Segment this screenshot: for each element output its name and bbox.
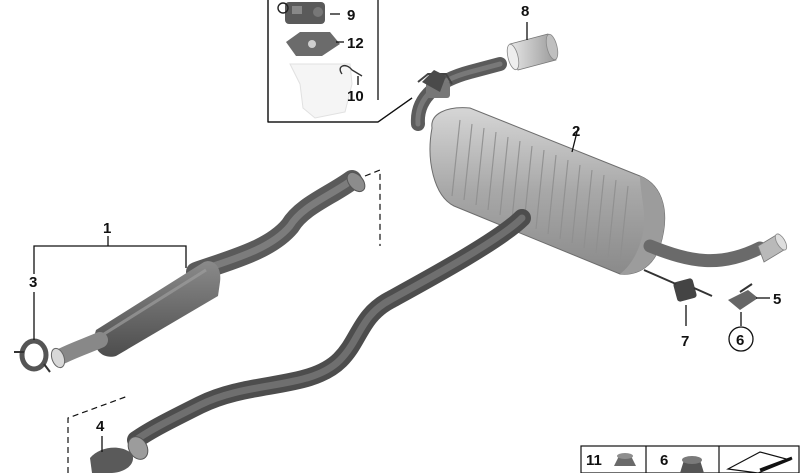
callout-1: 1 [103,220,111,237]
tool-icon [726,451,793,473]
callout-10: 10 [347,88,364,105]
callout-8: 8 [521,3,529,20]
front-silencer-pipe [50,170,366,369]
rubber-mount [643,269,713,302]
flange-nut-icon [680,456,704,473]
intermediate-pipe [90,209,531,473]
legend-item-6: 6 [660,452,668,469]
clamp-ring [14,338,51,373]
spring-clip [339,64,363,77]
nut-icon [614,453,636,466]
tailpipe-tip [506,33,559,71]
callout-4: 4 [96,418,105,435]
legend-item-11: 11 [586,452,602,469]
callout-3: 3 [29,274,37,291]
detail-inset [267,0,413,123]
callout-6: 6 [736,332,744,349]
callout-2: 2 [572,123,580,140]
callout-9: 9 [347,7,355,24]
callout-7: 7 [681,333,689,350]
callout-5: 5 [773,291,781,308]
assembly-dash-left [67,395,129,473]
actuator-bracket [286,32,340,56]
flap-actuator [277,2,325,24]
assembly-dash-right [364,169,381,246]
callout-6-circle [728,326,754,352]
mounting-bracket [728,283,758,310]
callout-12: 12 [347,35,364,52]
parts-legend: 11 6 [580,445,800,473]
muffler-hanger [422,70,446,92]
